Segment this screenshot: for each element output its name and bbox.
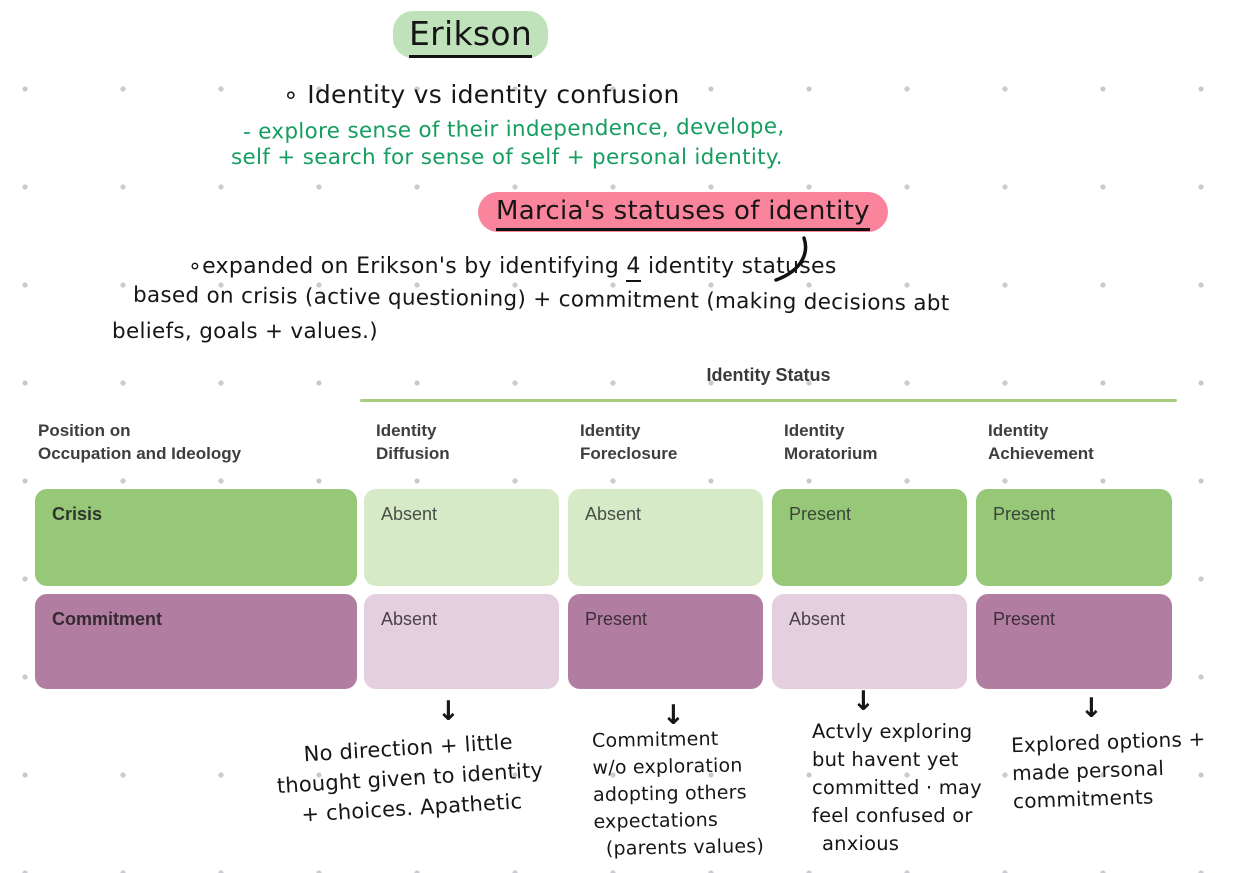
commitment-label-cell: Commitment bbox=[35, 594, 357, 689]
down-arrow-moratorium: ↓ bbox=[852, 686, 875, 717]
erikson-bullet-line: ∘ Identity vs identity confusion bbox=[283, 80, 680, 109]
erikson-title: Erikson bbox=[409, 14, 533, 58]
crisis-diffusion-cell: Absent bbox=[364, 489, 559, 586]
commitment-foreclosure-cell: Present bbox=[568, 594, 763, 689]
marcia-line-1: ∘expanded on Erikson's by identifying 4 … bbox=[188, 254, 837, 282]
erikson-detail-line-2: self + search for sense of self + person… bbox=[231, 145, 783, 170]
down-arrow-foreclosure: ↓ bbox=[662, 700, 685, 731]
crisis-moratorium-cell: Present bbox=[772, 489, 967, 586]
table-group-header: Identity Status bbox=[706, 365, 831, 385]
commitment-moratorium-cell: Absent bbox=[772, 594, 967, 689]
column-header-diffusion: Identity Diffusion bbox=[376, 421, 450, 463]
erikson-detail-line-1: - explore sense of their independence, d… bbox=[242, 114, 785, 145]
annotation-achievement: Explored options + made personal commitm… bbox=[1010, 726, 1206, 814]
marcia-line-2: based on crisis (active questioning) + c… bbox=[132, 282, 950, 317]
column-header-foreclosure: Identity Foreclosure bbox=[580, 421, 678, 463]
crisis-achievement-cell: Present bbox=[976, 489, 1172, 586]
annotation-diffusion: No direction + little thought given to i… bbox=[276, 729, 544, 827]
column-header-achievement: Identity Achievement bbox=[988, 421, 1094, 463]
table-corner-header: Position on Occupation and Ideology bbox=[38, 421, 242, 463]
underline-tail-stroke bbox=[774, 236, 808, 282]
erikson-heading: Erikson bbox=[393, 11, 549, 58]
commitment-achievement-cell: Present bbox=[976, 594, 1172, 689]
crisis-foreclosure-cell: Absent bbox=[568, 489, 763, 586]
marcia-line-3: beliefs, goals + values.) bbox=[112, 319, 378, 344]
annotation-moratorium: Actvly exploring but havent yet committe… bbox=[812, 720, 982, 855]
erikson-highlight: Erikson bbox=[393, 11, 549, 58]
table-header-divider bbox=[360, 399, 1177, 402]
commitment-diffusion-cell: Absent bbox=[364, 594, 559, 689]
crisis-label-cell: Crisis bbox=[35, 489, 357, 586]
marcia-title: Marcia's statuses of identity bbox=[496, 196, 870, 231]
annotation-foreclosure: Commitment w/o exploration adopting othe… bbox=[591, 727, 765, 860]
marcia-heading: Marcia's statuses of identity bbox=[478, 192, 888, 232]
down-arrow-achievement: ↓ bbox=[1080, 693, 1103, 724]
column-header-moratorium: Identity Moratorium bbox=[784, 421, 878, 463]
underlined-four: 4 bbox=[626, 254, 641, 282]
down-arrow-diffusion: ↓ bbox=[437, 696, 460, 727]
marcia-highlight: Marcia's statuses of identity bbox=[478, 192, 888, 232]
